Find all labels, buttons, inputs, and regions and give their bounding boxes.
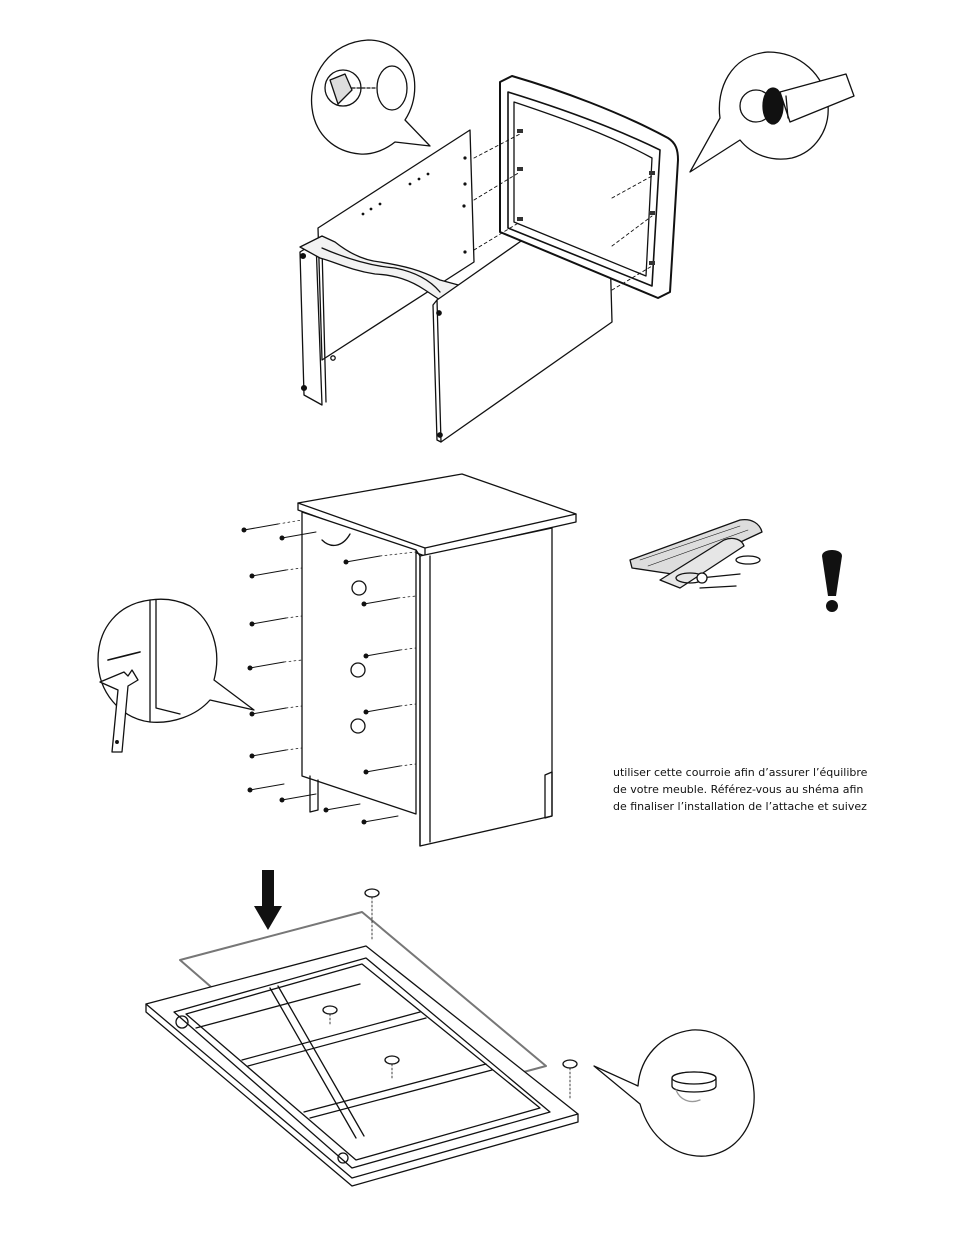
step-frame-assembly <box>300 40 854 442</box>
note-line-2: de votre meuble. Référez-vous au shéma a… <box>613 781 913 798</box>
exclamation-icon <box>822 550 842 612</box>
screwdriver-callout <box>690 52 854 172</box>
down-arrow-icon <box>254 870 282 930</box>
glide-callout <box>594 1030 754 1156</box>
anti-tip-strap <box>630 520 762 588</box>
hammer-callout <box>98 599 254 752</box>
note-line-3: de finaliser l’installation de l’attache… <box>613 798 913 815</box>
step-base-frame <box>146 870 754 1186</box>
cabinet-right-side <box>420 528 552 846</box>
base-frame <box>146 946 578 1178</box>
note-line-1: utiliser cette courroie afin d’assurer l… <box>613 764 913 781</box>
anti-tip-strap-note: utiliser cette courroie afin d’assurer l… <box>613 764 913 815</box>
cam-lock-callout <box>312 40 430 154</box>
